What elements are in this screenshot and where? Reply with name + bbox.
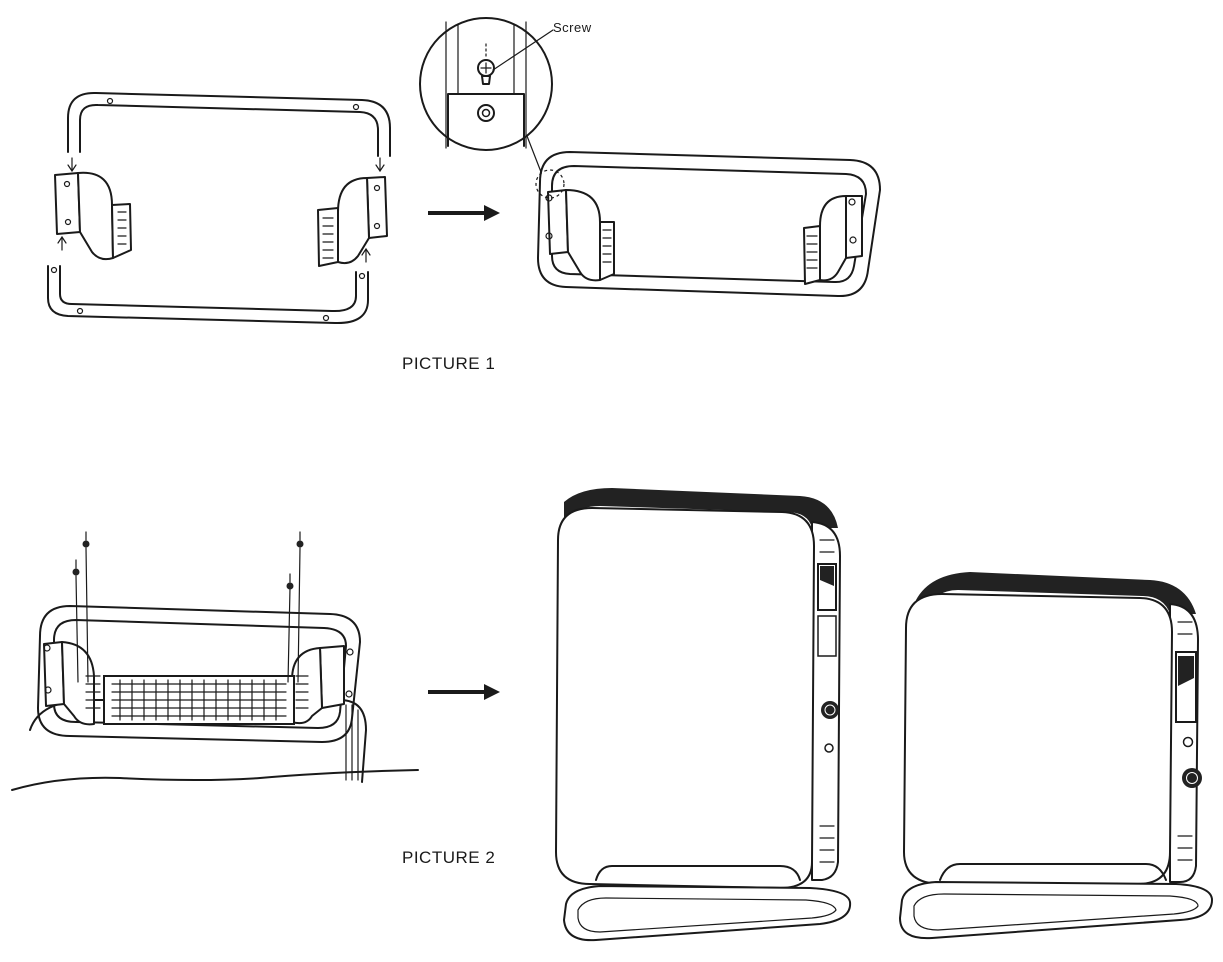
screw-zoom-detail	[419, 17, 553, 151]
down-arrow-right	[375, 157, 385, 173]
up-arrow-left	[57, 235, 67, 251]
assembled-base-frame	[535, 151, 881, 298]
left-bracket	[54, 171, 132, 261]
top-base-rail	[67, 91, 391, 157]
bottom-base-rail	[47, 265, 369, 325]
exploded-base-parts	[47, 91, 391, 325]
right-arrow-icon	[428, 205, 500, 221]
screw-callout-label: Screw	[553, 20, 592, 35]
right-arrow-icon	[428, 684, 500, 700]
fixing-screws	[72, 531, 304, 683]
right-bracket	[317, 176, 388, 267]
picture-1-caption: PICTURE 1	[402, 354, 496, 373]
up-arrow-right	[361, 247, 371, 263]
screw-callout-line	[492, 29, 554, 71]
screw-icon	[477, 59, 495, 85]
heater-tall-assembled	[555, 488, 852, 942]
down-arrow-left	[67, 157, 77, 173]
picture-2-caption: PICTURE 2	[402, 848, 496, 867]
heater-short-assembled	[899, 572, 1213, 940]
zoom-leader-line	[526, 135, 542, 173]
heater-base-fixing	[11, 605, 419, 791]
